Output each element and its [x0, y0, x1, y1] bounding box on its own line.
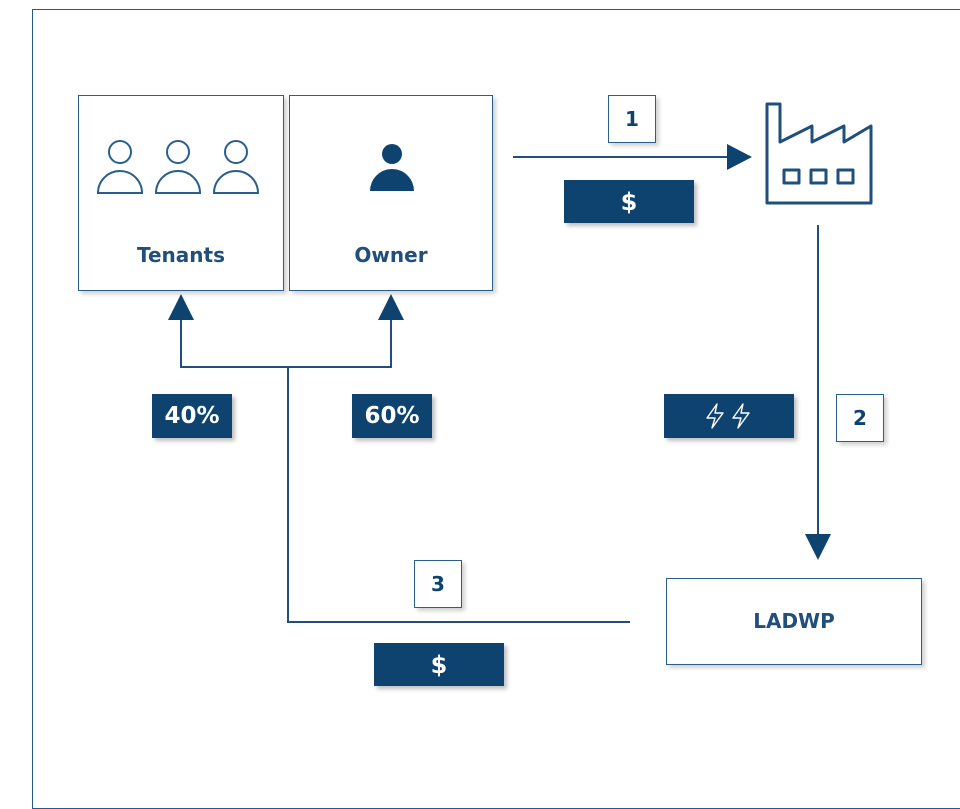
- people-outline-icon: [96, 140, 260, 194]
- step-badge-3: 3: [414, 560, 462, 608]
- owner-box: Owner: [289, 95, 493, 291]
- arrowhead-ladwp: [805, 534, 831, 560]
- split-tag-owner: 60%: [352, 394, 432, 438]
- arrow-ladwp-to-split: [287, 367, 630, 623]
- payment-tag-top: $: [564, 180, 694, 223]
- connector-lines: [168, 144, 831, 623]
- owner-label: Owner: [354, 243, 428, 267]
- ladwp-label: LADWP: [753, 609, 835, 633]
- person-filled-icon: [370, 144, 414, 191]
- step-badge-2: 2: [836, 394, 884, 442]
- split-branch: [180, 320, 392, 368]
- payment-tag-bottom: $: [374, 643, 504, 686]
- ladwp-box: LADWP: [666, 578, 922, 665]
- electricity-tag: [664, 394, 794, 438]
- arrowhead-tenants: [168, 294, 194, 320]
- arrowhead-owner: [378, 294, 404, 320]
- arrowhead-plant: [727, 144, 752, 170]
- tenants-box: Tenants: [78, 95, 284, 291]
- lightning-icon: [706, 403, 750, 429]
- factory-icon: [765, 102, 873, 205]
- tenants-label: Tenants: [137, 243, 225, 267]
- step-badge-1: 1: [608, 95, 656, 143]
- split-tag-tenants: 40%: [152, 394, 232, 438]
